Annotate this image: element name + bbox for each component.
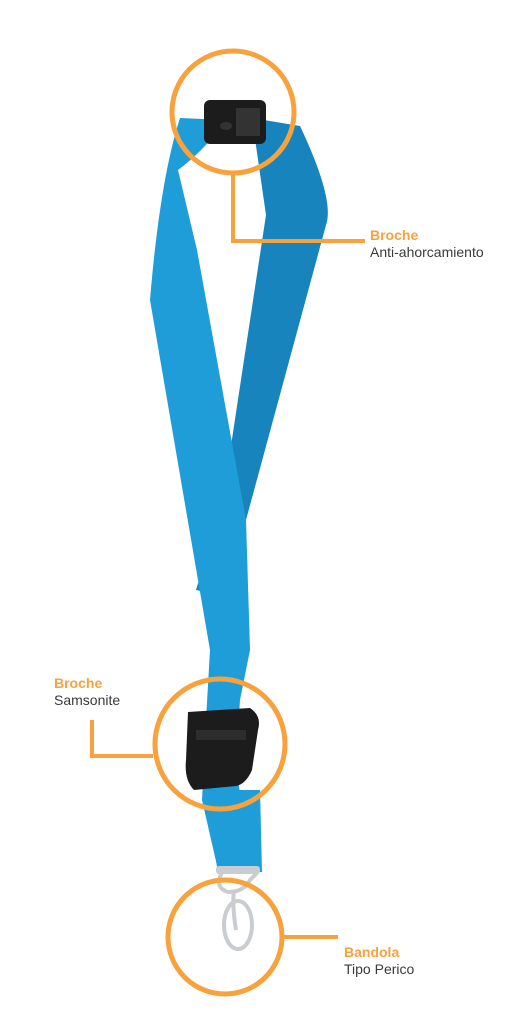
callout-title: Broche	[370, 227, 419, 243]
callout-title: Bandola	[344, 944, 400, 960]
callout-title: Broche	[54, 675, 103, 691]
callout-subtitle: Tipo Perico	[344, 960, 415, 977]
callout-label-samsonite: Broche Samsonite	[54, 675, 120, 708]
callout-ring-middle	[152, 676, 288, 812]
lanyard-strap-bottom	[206, 790, 262, 874]
callout-subtitle: Samsonite	[54, 691, 121, 708]
callout-line-middle	[90, 720, 153, 758]
callout-line-top	[231, 173, 365, 243]
callout-label-hook: Bandola Tipo Perico	[344, 944, 414, 977]
side-release-buckle	[185, 708, 259, 790]
callout-label-anti-choke: Broche Anti-ahorcamiento	[370, 227, 484, 260]
callout-subtitle: Anti-ahorcamiento	[370, 243, 484, 260]
anti-choke-clasp	[204, 100, 266, 144]
